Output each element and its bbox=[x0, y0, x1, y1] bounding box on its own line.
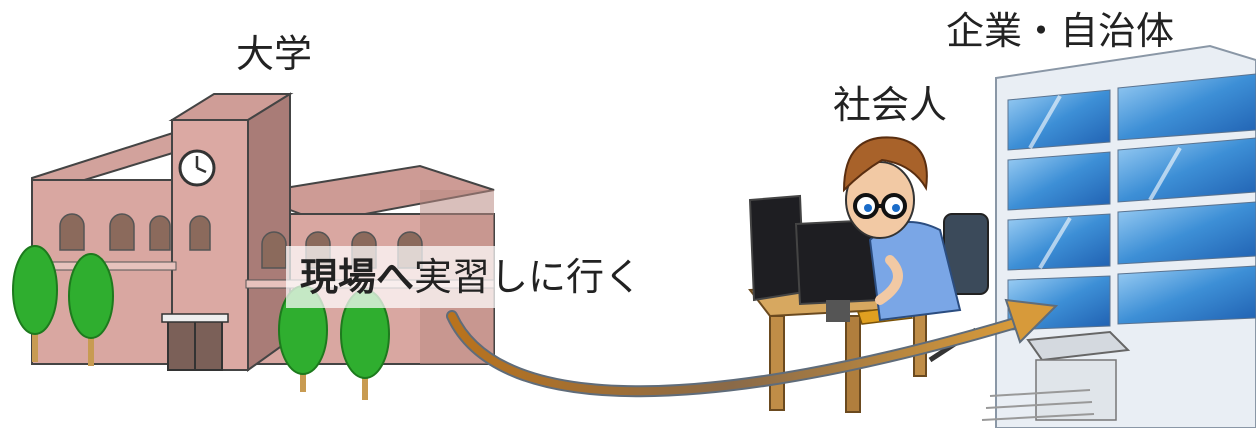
tree-icon bbox=[12, 245, 58, 362]
caption-rest: 実習しに行く bbox=[414, 255, 643, 299]
office-building-icon bbox=[981, 44, 1256, 428]
tree-icon bbox=[278, 285, 328, 392]
label-worker: 社会人 bbox=[833, 83, 948, 127]
curved-arrow-icon bbox=[446, 298, 1059, 398]
label-corporation: 企業・自治体 bbox=[946, 9, 1175, 53]
label-university: 大学 bbox=[236, 32, 313, 76]
tree-icon bbox=[68, 253, 114, 366]
caption-banner: 現場へ実習しに行く bbox=[286, 246, 657, 308]
tree-icon bbox=[340, 289, 390, 400]
office-worker-icon bbox=[748, 136, 989, 413]
caption-bold: 現場へ bbox=[300, 255, 415, 299]
clock-icon bbox=[178, 149, 216, 187]
